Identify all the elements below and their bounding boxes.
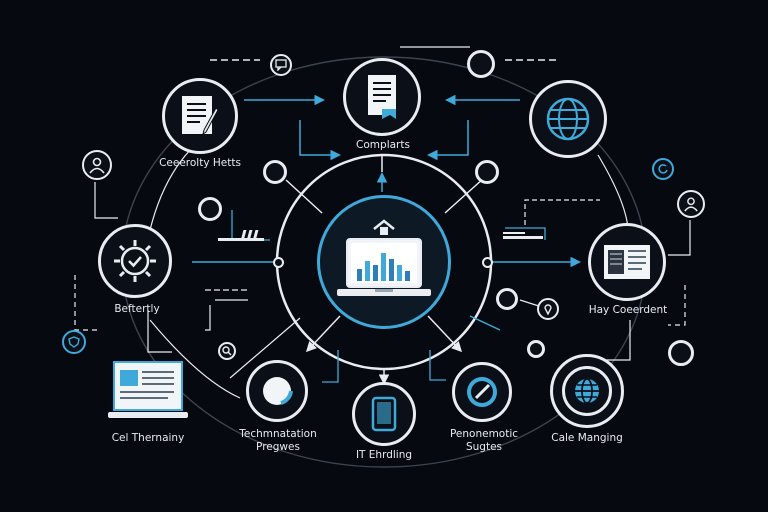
user-icon <box>684 197 698 212</box>
small-node <box>527 340 545 358</box>
laptop-chart-icon <box>337 219 431 296</box>
security-node <box>98 224 172 298</box>
globe-icon <box>575 378 599 404</box>
compliance-label: Complarts <box>356 139 410 151</box>
doc-pen-node <box>162 78 238 154</box>
small-node <box>467 50 495 78</box>
it-label: IT Ehrdling <box>355 449 413 461</box>
ring-dot-right <box>482 257 493 268</box>
pin-icon <box>544 304 552 315</box>
search-icon <box>222 346 232 356</box>
hub-node <box>317 195 451 329</box>
chat-icon <box>275 59 287 71</box>
refresh-node <box>652 158 674 180</box>
cale-node <box>550 354 624 428</box>
globe-node <box>529 80 607 158</box>
it-node <box>352 382 416 446</box>
user-node <box>82 150 112 180</box>
compliance-node <box>343 58 421 136</box>
ring-dot-left <box>273 257 284 268</box>
cel-label: Cel Thernainy <box>111 432 185 444</box>
refresh-icon <box>658 164 668 174</box>
document-panel-icon <box>604 245 650 279</box>
doc-top-left-label: Ceeerolty Hetts <box>159 157 241 169</box>
pin-node <box>537 298 559 320</box>
security-label: Beftertly <box>114 303 160 315</box>
hay-label: Hay Coeerdent <box>588 304 668 316</box>
bars-widget <box>218 230 264 241</box>
circle-icon <box>263 377 293 405</box>
gear-check-icon <box>114 240 156 282</box>
magnifier-node <box>218 342 236 360</box>
shield-node <box>62 330 86 354</box>
small-node <box>475 160 499 184</box>
small-node <box>263 160 287 184</box>
laptop-doc-icon <box>108 361 188 418</box>
perf-label: Penonemotic Sugtes <box>449 428 519 453</box>
user-icon <box>89 157 105 174</box>
cale-label: Cale Manging <box>551 432 623 444</box>
small-node <box>668 340 694 366</box>
chat-node <box>270 54 292 76</box>
tech-node <box>246 360 308 422</box>
bars-widget <box>503 232 543 239</box>
hay-node <box>588 223 666 301</box>
globe-icon <box>546 97 590 141</box>
document-pen-icon <box>182 96 219 136</box>
tablet-icon <box>371 396 397 432</box>
cel-laptop <box>108 360 188 422</box>
gauge-icon <box>467 377 497 407</box>
tech-label: Techmnatation Pregwes <box>239 428 317 453</box>
perf-node <box>452 362 512 422</box>
small-node <box>198 197 222 221</box>
shield-icon <box>68 336 80 348</box>
user-node <box>677 190 705 218</box>
small-node <box>496 288 518 310</box>
document-icon <box>368 75 396 119</box>
